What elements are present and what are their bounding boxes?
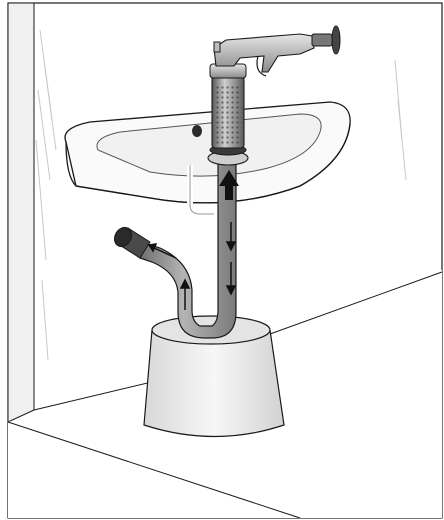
sink [64, 101, 351, 204]
drain-plunger-pump-icon [209, 25, 341, 156]
overflow-hole [192, 125, 202, 137]
arrow-down-right-leg [225, 222, 237, 252]
left-wall [7, 2, 35, 423]
arrow-up-left-leg [179, 278, 191, 310]
arrow-down-right-leg-lower [225, 262, 237, 296]
outlet-pipe [113, 226, 151, 259]
floor-corner-edge [7, 421, 301, 519]
arrow-left-toward-drain [147, 243, 177, 259]
wall-shading [35, 29, 407, 361]
flow-arrows [147, 170, 239, 310]
wall-floor-edge [33, 379, 161, 411]
arrow-up-into-drain [219, 170, 239, 200]
